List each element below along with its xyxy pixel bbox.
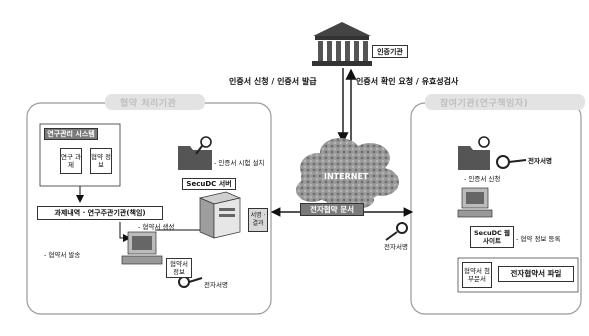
desktop-computer-icon [121,231,163,265]
secudc-server-label: SecuDC 서버 [182,178,236,190]
server-tower-icon [198,191,242,239]
agreement-create-label: - 협약서 생성 [138,223,175,231]
signing-box: 서명 · 결과 [248,208,268,232]
right-key-icon [496,155,527,169]
subject-box: 연구 과제 [60,148,82,174]
e-agreement-doc-label: 전자협약 문서 [300,203,364,216]
right-panel-title: 참여기관(연구책임자) [440,99,529,109]
right-panel-frame [410,102,582,315]
key-icon [178,276,203,288]
cert-install-label: - 인증서 시험 설치 [214,159,265,167]
secudc-website-box: SecuDC 웹 사이트 [470,226,514,248]
right-cert-apply-label: - 인증서 신청 [464,175,501,183]
research-system-frame [39,123,121,187]
right-digital-sign-left-label: 전자서명 [384,243,408,251]
left-digital-sign-label: 전자서명 [204,281,228,289]
bank-building-icon [312,22,372,66]
folder-search-icon [178,136,212,170]
right-desktop-computer-icon [457,187,493,218]
agreement-doc-info-box: 협약서 정보 [166,258,192,278]
cert-authority-label: 인증기관 [372,45,408,58]
agreement-register-label: - 협약 정보 등록 [516,235,561,243]
e-agreement-file-box: 전자협약서 파일 [498,266,574,282]
right-bottom-frame [457,257,579,293]
arrow-taskbar-to-computer [119,222,131,242]
agreement-info-box: 협약 정보 [90,148,112,174]
left-panel-title: 협약 처리기관 [120,99,177,109]
right-digital-sign-key-label: 전자서명 [528,157,552,165]
agreement-attach-box: 협약서 첨부문서 [462,262,492,288]
arrow-key-icon [385,222,408,241]
cert-verify-label: 인증서 확인 요청 / 유효성검사 [356,77,459,86]
right-title-band [425,94,585,110]
research-system-label: 연구관리 시스템 [44,128,98,140]
task-info-bar: 과제내역 · 연구주관기관(책임) [37,206,163,220]
left-title-band [105,94,205,110]
internet-label: INTERNET [324,172,369,181]
agreement-send-label: - 협약서 발송 [44,251,81,259]
cert-apply-issue-label: 인증서 신청 / 인증서 발급 [229,77,317,86]
right-folder-search-icon [458,136,490,170]
